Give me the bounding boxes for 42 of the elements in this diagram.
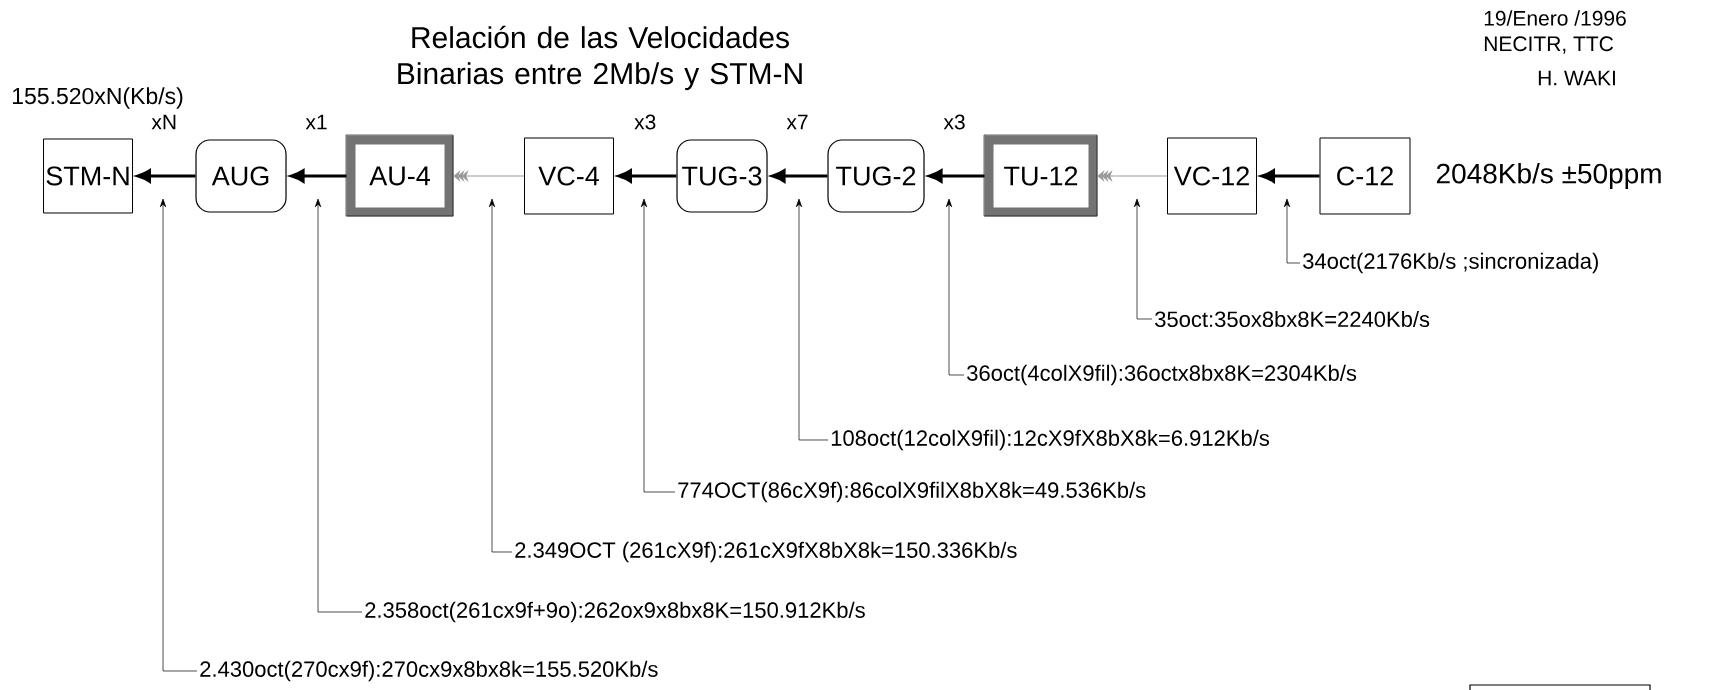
arrow <box>771 169 828 183</box>
annotation-text: 35oct:35ox8bx8K=2240Kb/s <box>1155 310 1430 328</box>
leader-line <box>1283 198 1301 264</box>
process-box: STM-N <box>43 138 133 214</box>
leader-line <box>640 198 676 493</box>
process-box: VC-12 <box>1167 137 1257 215</box>
note-text: H. WAKI <box>1538 70 1615 86</box>
rounded-box: TUG-2 <box>827 139 925 213</box>
note-text: 19/Enero /1996 <box>1484 10 1626 26</box>
leader-line <box>1133 198 1153 320</box>
multiplier-label: x1 <box>304 113 329 131</box>
leader-line <box>314 198 363 613</box>
multiplier-label: x3 <box>633 113 658 131</box>
process-box: VC-4 <box>524 137 614 215</box>
leader-line <box>945 198 965 376</box>
annotation-text: 2.358oct(261cx9f+9o):262ox9x8bx8K=150.912Kb/s <box>365 601 865 623</box>
annotation-text: 34oct(2176Kb/s ;sincronizada) <box>1303 252 1598 274</box>
multiplier-label: xN <box>150 113 179 131</box>
annotation-text: 108oct(12colX9fil):12cX9fX8bX8k=6.912Kb/s <box>831 429 1270 451</box>
rounded-box: TUG-3 <box>676 139 768 213</box>
annotation-text: 2.430oct(270cx9f):270cx9x8bx8k=155.520Kb/s <box>200 660 658 682</box>
arrow <box>136 169 196 183</box>
annotation-text: 2.349OCT (261cX9f):261cX9fX8bX8k=150.336Kb/s <box>515 541 1017 563</box>
multiplier-label: x7 <box>785 113 810 131</box>
annotation-text: 774OCT(86cX9f):86colX9filX8bX8k=49.536Kb/s <box>678 481 1146 503</box>
arrow <box>928 169 985 183</box>
leader-line <box>159 198 198 672</box>
annotation-text: 36oct(4colX9fil):36octx8bx8K=2304Kb/s <box>967 364 1357 386</box>
framed-box: TU-12 <box>984 135 1098 217</box>
title: Relación de las Velocidades Binarias entre 2Mb/s y STM-N <box>398 25 802 91</box>
process-box: C-12 <box>1319 137 1411 215</box>
rounded-box: AUG <box>195 139 287 213</box>
note-text: NECITR, TTC <box>1484 36 1614 54</box>
leader-line <box>795 198 829 441</box>
arrow <box>1260 169 1320 183</box>
arrow <box>290 169 347 183</box>
framed-box: AU-4 <box>346 135 454 217</box>
leader-line <box>488 198 513 553</box>
rate-text: 2048Kb/s ±50ppm <box>1436 162 1661 190</box>
arrow <box>617 169 677 183</box>
note-text: 155.520xN(Kb/s) <box>13 87 183 109</box>
multiplier-label: x3 <box>942 113 967 131</box>
